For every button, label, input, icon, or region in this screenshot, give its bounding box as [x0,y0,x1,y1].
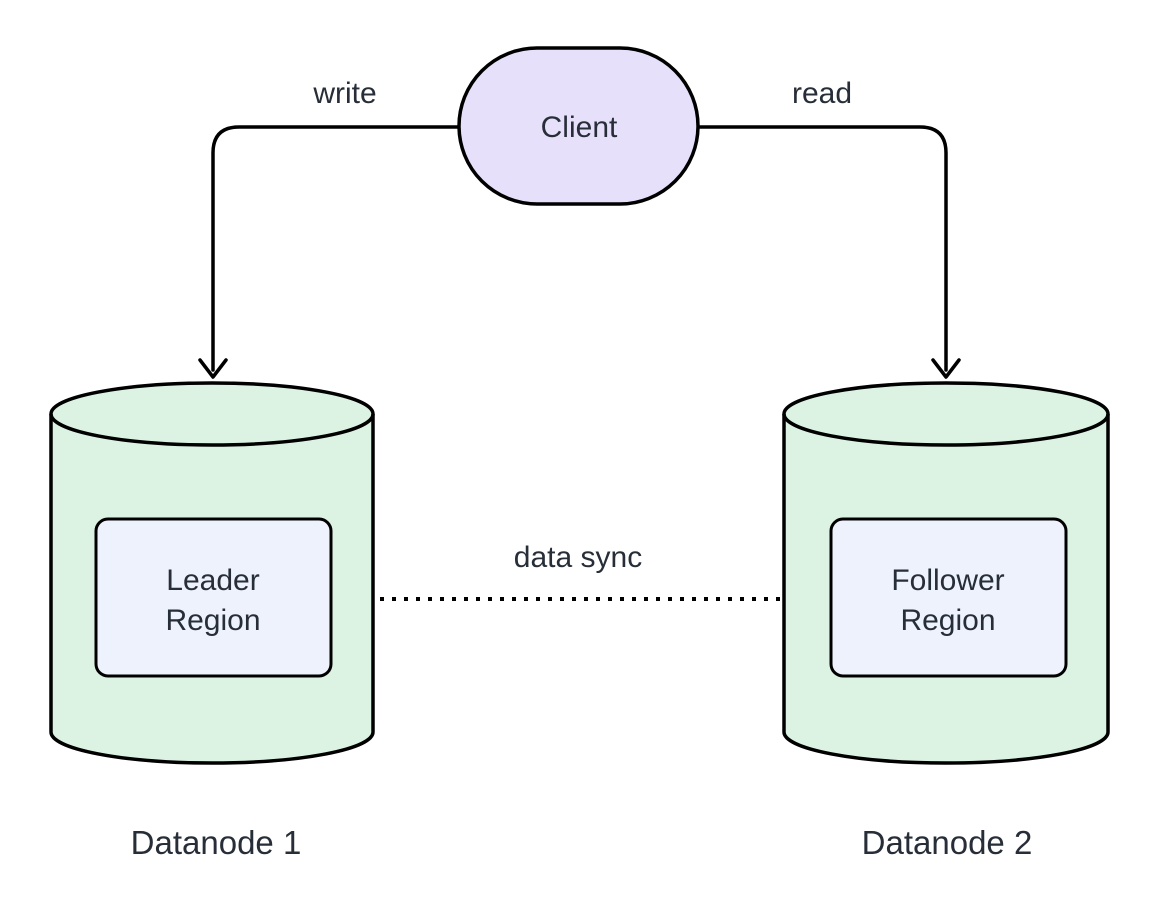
edge-write: write [198,77,461,379]
datanode2-caption: Datanode 2 [862,824,1033,861]
leader-region-label-line2: Region [165,604,260,637]
leader-region-box [94,517,333,678]
write-arrow-down-icon [198,358,228,379]
follower-region-box [829,517,1068,678]
follower-region-label-line1: Follower [891,564,1004,597]
data-sync-edge-label: data sync [514,541,642,574]
node-datanode2: Follower Region Datanode 2 [782,381,1110,861]
read-edge-path [696,125,948,372]
edge-read: read [696,77,961,379]
write-edge-path [211,125,461,372]
write-edge-label: write [312,77,376,110]
node-datanode1: Leader Region Datanode 1 [49,381,375,861]
datanode1-caption: Datanode 1 [131,824,302,861]
client-label: Client [541,111,618,144]
datanode2-cylinder-rim [782,413,1110,447]
read-arrow-down-icon [931,358,961,379]
datanode1-cylinder-rim [49,413,375,447]
node-client: Client [457,46,700,206]
follower-region-label-line2: Region [900,604,995,637]
client-stadium-shape [457,46,700,206]
leader-region-label-line1: Leader [166,564,259,597]
read-edge-label: read [792,77,852,110]
edge-data-sync: data sync [344,541,825,615]
